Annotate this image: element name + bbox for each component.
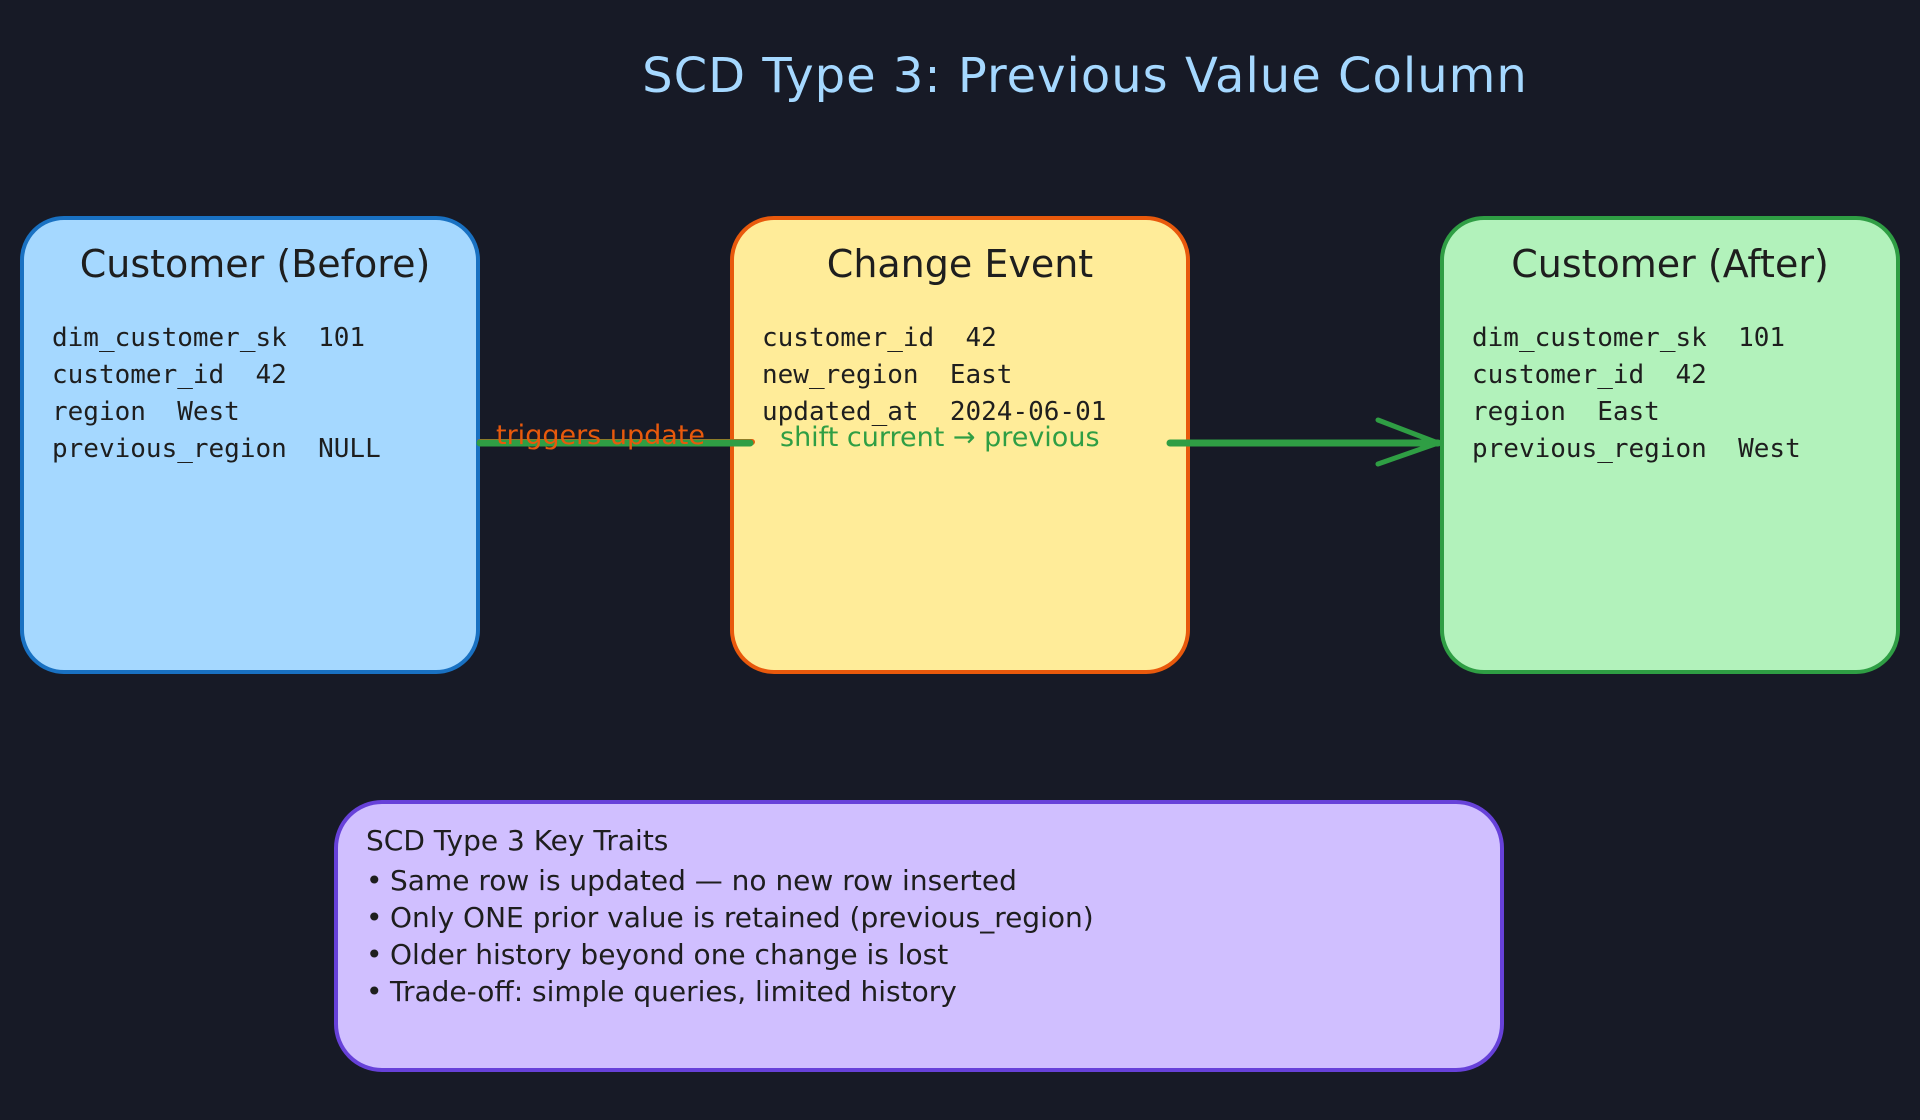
- field-row: customer_id 42: [1472, 360, 1707, 390]
- field-row: updated_at 2024-06-01: [762, 397, 1107, 427]
- change-event-heading: Change Event: [826, 242, 1094, 286]
- trait-item: Same row is updated — no new row inserte…: [366, 862, 1094, 899]
- field-row: region East: [1472, 397, 1660, 427]
- trait-item: Trade-off: simple queries, limited histo…: [366, 973, 1094, 1010]
- customer-before-heading: Customer (Before): [79, 242, 431, 286]
- customer-after-fields: dim_customer_sk 101 customer_id 42 regio…: [1472, 320, 1801, 468]
- field-row: new_region East: [762, 360, 1013, 390]
- key-traits-list: Same row is updated — no new row inserte…: [366, 862, 1094, 1010]
- customer-before-fields: dim_customer_sk 101 customer_id 42 regio…: [52, 320, 381, 468]
- customer-after-box: Customer (After) dim_customer_sk 101 cus…: [1440, 216, 1900, 674]
- field-row: dim_customer_sk 101: [52, 323, 366, 353]
- key-traits-title: SCD Type 3 Key Traits: [366, 824, 669, 857]
- diagram-title: SCD Type 3: Previous Value Column: [642, 48, 1528, 104]
- field-row: previous_region NULL: [52, 434, 381, 464]
- customer-after-heading: Customer (After): [1511, 242, 1829, 286]
- change-event-fields: customer_id 42 new_region East updated_a…: [762, 320, 1106, 431]
- shift-label: shift current → previous: [780, 422, 1100, 453]
- customer-before-box: Customer (Before) dim_customer_sk 101 cu…: [20, 216, 480, 674]
- field-row: previous_region West: [1472, 434, 1801, 464]
- trait-item: Only ONE prior value is retained (previo…: [366, 899, 1094, 936]
- field-row: customer_id 42: [762, 323, 997, 353]
- shift-arrowhead: [1375, 417, 1441, 467]
- key-traits-box: SCD Type 3 Key Traits Same row is update…: [334, 800, 1504, 1072]
- trait-item: Older history beyond one change is lost: [366, 936, 1094, 973]
- change-event-box: Change Event customer_id 42 new_region E…: [730, 216, 1190, 674]
- field-row: customer_id 42: [52, 360, 287, 390]
- field-row: dim_customer_sk 101: [1472, 323, 1786, 353]
- trigger-label: triggers update: [496, 420, 705, 451]
- field-row: region West: [52, 397, 240, 427]
